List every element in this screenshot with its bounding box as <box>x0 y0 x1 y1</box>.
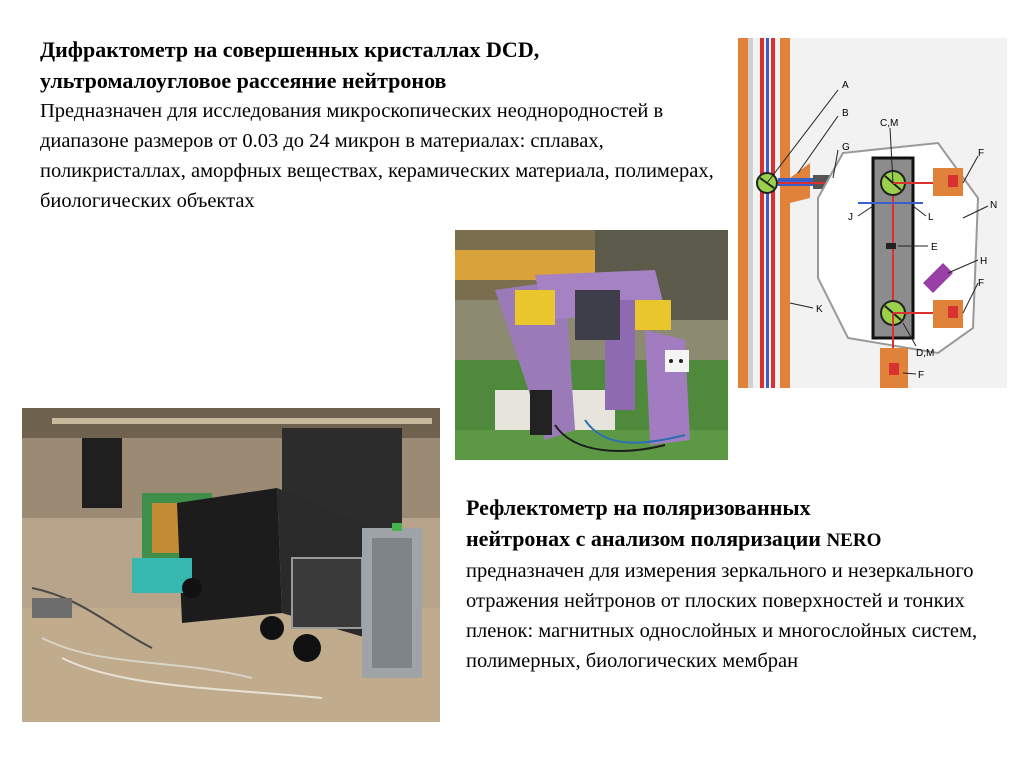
dcd-text-block: Дифрактометр на совершенных кристаллах D… <box>40 34 740 216</box>
nero-description: предназначен для измерения зеркального и… <box>466 560 978 672</box>
nero-instrument-name: NERO <box>826 530 882 551</box>
nero-title: Рефлектометр на поляризованных нейтронах… <box>466 492 1016 556</box>
dcd-description: Предназначен для исследования микроскопи… <box>40 100 714 212</box>
label-a: A <box>842 80 849 91</box>
dcd-instrument-photo <box>455 230 728 460</box>
label-dm: D,M <box>916 348 934 359</box>
nero-title-line2: нейтронах с анализом поляризации <box>466 526 821 551</box>
dcd-schematic-diagram: A B G C,M F J L N E H F K D,M F <box>738 38 1007 388</box>
label-f2: F <box>978 278 984 289</box>
label-e: E <box>931 242 938 253</box>
nero-instrument-photo <box>22 408 440 722</box>
label-b: B <box>842 108 849 119</box>
label-f3: F <box>918 370 924 381</box>
label-h: H <box>980 256 987 267</box>
label-f1: F <box>978 148 984 159</box>
label-n: N <box>990 200 997 211</box>
nero-title-line1: Рефлектометр на поляризованных <box>466 495 811 520</box>
nero-text-block: Рефлектометр на поляризованных нейтронах… <box>466 492 1016 676</box>
dcd-title-line2: ультромалоугловое рассеяние нейтронов <box>40 68 447 93</box>
label-l: L <box>928 212 934 223</box>
dcd-title-line1: Дифрактометр на совершенных кристаллах D… <box>40 37 540 62</box>
label-g: G <box>842 142 850 153</box>
label-j: J <box>848 212 853 223</box>
label-k: K <box>816 304 823 315</box>
label-cm: C,M <box>880 118 898 129</box>
dcd-title: Дифрактометр на совершенных кристаллах D… <box>40 34 740 96</box>
